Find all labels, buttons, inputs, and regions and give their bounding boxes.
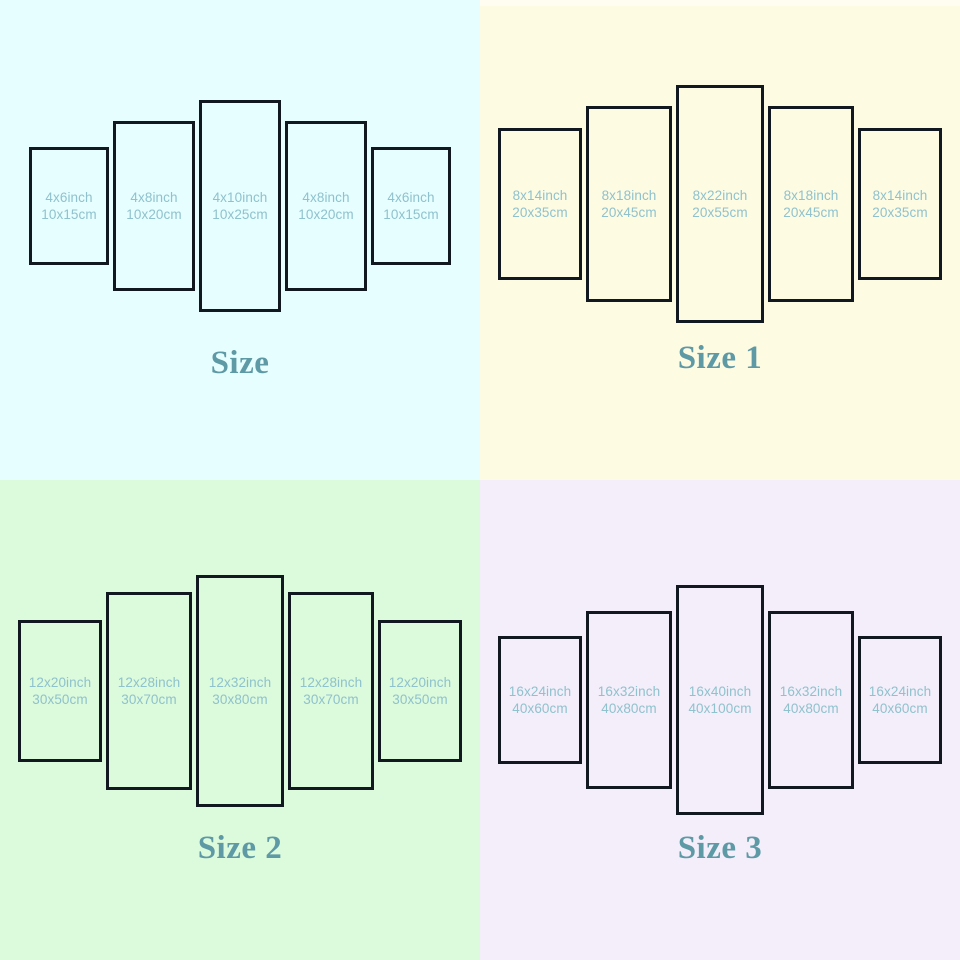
frame-size-cm: 10x25cm: [212, 207, 268, 222]
frame-size-cm: 40x60cm: [872, 701, 928, 716]
frame-size-cm: 10x20cm: [126, 207, 182, 222]
frame-size-cm: 20x55cm: [692, 205, 748, 220]
frame-size-inch: 16x24inch: [868, 683, 932, 699]
canvas-frame[interactable]: 12x20inch 30x50cm: [18, 620, 102, 762]
size-option-panel-size-1[interactable]: 8x14inch 20x35cm 8x18inch 20x45cm 8x22in…: [480, 0, 960, 480]
frame-size-inch: 8x22inch: [692, 187, 748, 203]
frame-size-cm: 10x15cm: [41, 207, 97, 222]
frame-row-size-2: 12x20inch 30x50cm 12x28inch 30x70cm 12x3…: [0, 575, 480, 807]
frame-size-cm: 40x60cm: [512, 701, 568, 716]
frame-size-cm: 20x35cm: [512, 205, 568, 220]
frame-size-inch: 12x28inch: [117, 674, 181, 690]
size-option-panel-size-3[interactable]: 16x24inch 40x60cm 16x32inch 40x80cm 16x4…: [480, 480, 960, 960]
size-option-title: Size: [210, 345, 270, 381]
canvas-frame[interactable]: 4x6inch 10x15cm: [371, 147, 451, 265]
size-option-title: Size 3: [677, 830, 763, 866]
frame-size-inch: 4x10inch: [212, 189, 268, 205]
frame-size-cm: 30x70cm: [303, 692, 359, 707]
frame-size-inch: 16x40inch: [688, 683, 752, 699]
frame-size-inch: 16x32inch: [779, 683, 843, 699]
frame-size-inch: 8x14inch: [512, 187, 568, 203]
canvas-frame[interactable]: 8x18inch 20x45cm: [586, 106, 672, 302]
frame-size-cm: 10x15cm: [383, 207, 439, 222]
frame-size-cm: 20x35cm: [872, 205, 928, 220]
frame-size-cm: 40x100cm: [688, 701, 752, 716]
size-option-panel-size[interactable]: 4x6inch 10x15cm 4x8inch 10x20cm 4x10inch…: [0, 0, 480, 480]
frame-size-cm: 30x70cm: [121, 692, 177, 707]
canvas-frame[interactable]: 12x32inch 30x80cm: [196, 575, 284, 807]
frame-size-cm: 30x50cm: [392, 692, 448, 707]
frame-size-cm: 40x80cm: [783, 701, 839, 716]
size-option-title: Size 1: [677, 340, 763, 376]
frame-size-inch: 4x8inch: [130, 189, 178, 205]
frame-size-inch: 12x32inch: [208, 674, 272, 690]
canvas-frame[interactable]: 8x14inch 20x35cm: [498, 128, 582, 280]
frame-size-cm: 20x45cm: [783, 205, 839, 220]
frame-size-inch: 12x20inch: [28, 674, 92, 690]
canvas-frame[interactable]: 16x24inch 40x60cm: [498, 636, 582, 764]
canvas-frame[interactable]: 16x24inch 40x60cm: [858, 636, 942, 764]
frame-size-inch: 8x18inch: [601, 187, 657, 203]
canvas-frame[interactable]: 16x32inch 40x80cm: [768, 611, 854, 789]
frame-size-inch: 4x8inch: [302, 189, 350, 205]
canvas-frame[interactable]: 4x8inch 10x20cm: [113, 121, 195, 291]
frame-size-cm: 30x80cm: [212, 692, 268, 707]
size-option-title: Size 2: [197, 830, 283, 866]
frame-size-cm: 30x50cm: [32, 692, 88, 707]
frame-row-size: 4x6inch 10x15cm 4x8inch 10x20cm 4x10inch…: [0, 100, 480, 312]
canvas-frame[interactable]: 4x6inch 10x15cm: [29, 147, 109, 265]
frame-size-inch: 4x6inch: [387, 189, 435, 205]
canvas-frame[interactable]: 4x10inch 10x25cm: [199, 100, 281, 312]
canvas-frame[interactable]: 16x32inch 40x80cm: [586, 611, 672, 789]
size-option-panel-size-2[interactable]: 12x20inch 30x50cm 12x28inch 30x70cm 12x3…: [0, 480, 480, 960]
frame-size-cm: 10x20cm: [298, 207, 354, 222]
canvas-frame[interactable]: 4x8inch 10x20cm: [285, 121, 367, 291]
canvas-frame[interactable]: 8x22inch 20x55cm: [676, 85, 764, 323]
frame-size-cm: 40x80cm: [601, 701, 657, 716]
frame-size-inch: 16x32inch: [597, 683, 661, 699]
frame-row-size-3: 16x24inch 40x60cm 16x32inch 40x80cm 16x4…: [480, 585, 960, 815]
frame-size-inch: 12x20inch: [388, 674, 452, 690]
top-highlight-strip: [480, 0, 960, 6]
canvas-frame[interactable]: 12x28inch 30x70cm: [288, 592, 374, 790]
frame-size-cm: 20x45cm: [601, 205, 657, 220]
frame-size-inch: 8x14inch: [872, 187, 928, 203]
frame-size-inch: 12x28inch: [299, 674, 363, 690]
canvas-frame[interactable]: 16x40inch 40x100cm: [676, 585, 764, 815]
canvas-frame[interactable]: 8x18inch 20x45cm: [768, 106, 854, 302]
canvas-frame[interactable]: 8x14inch 20x35cm: [858, 128, 942, 280]
frame-row-size-1: 8x14inch 20x35cm 8x18inch 20x45cm 8x22in…: [480, 85, 960, 323]
canvas-frame[interactable]: 12x28inch 30x70cm: [106, 592, 192, 790]
frame-size-inch: 4x6inch: [45, 189, 93, 205]
frame-size-inch: 8x18inch: [783, 187, 839, 203]
canvas-frame[interactable]: 12x20inch 30x50cm: [378, 620, 462, 762]
frame-size-inch: 16x24inch: [508, 683, 572, 699]
